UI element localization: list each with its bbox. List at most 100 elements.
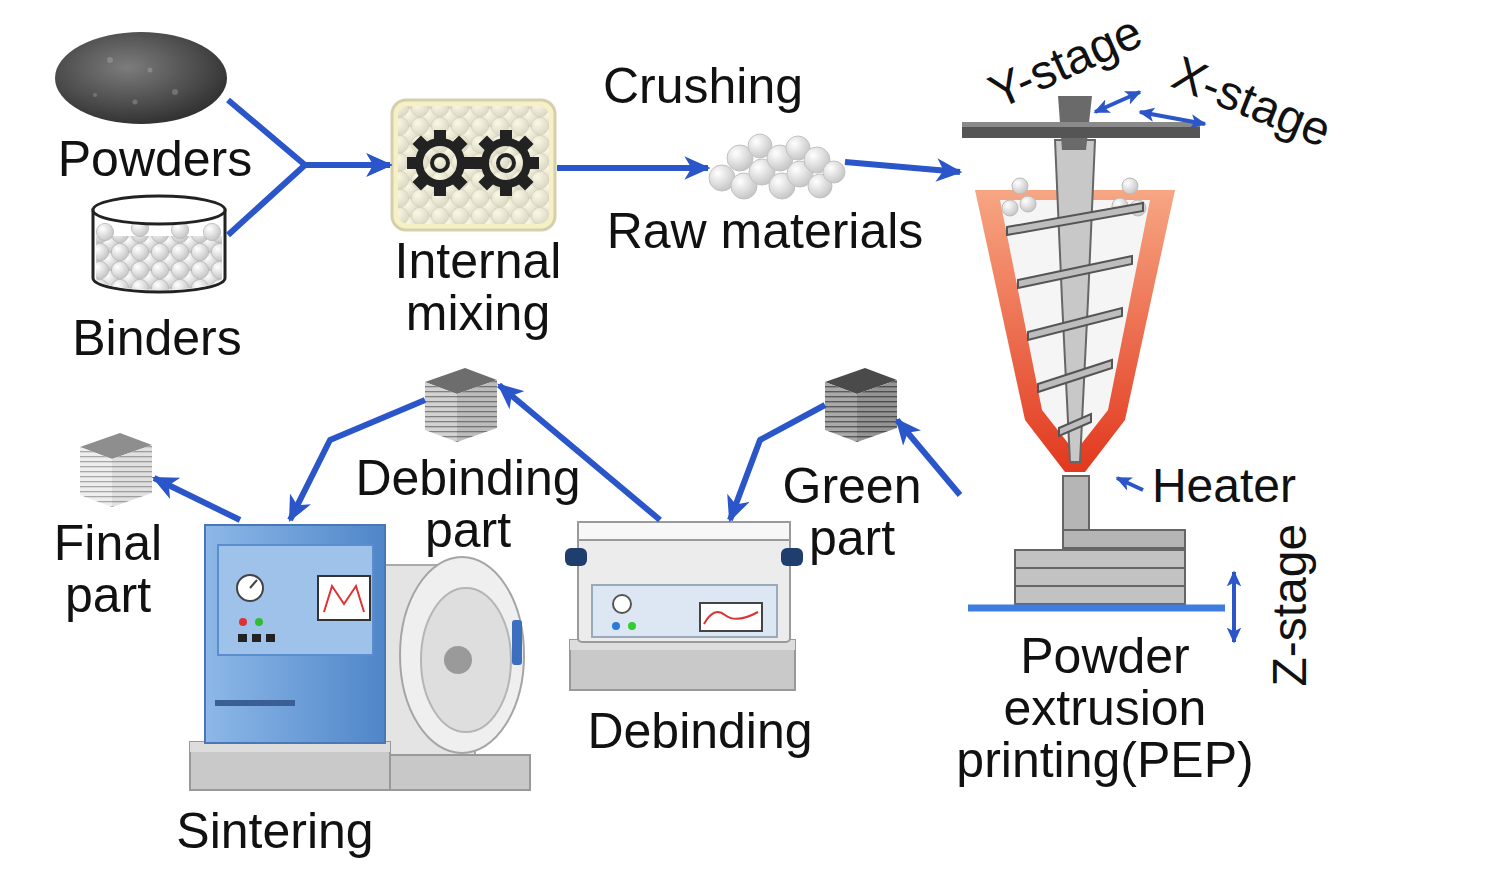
stage-label: Z-stage [1265, 524, 1315, 687]
extrusion-printer [1015, 568, 1185, 586]
process-step: Sintering [190, 520, 530, 792]
step-label: Powder extrusion printing(PEP) [940, 630, 1270, 786]
stage-label: Y-stage [982, 6, 1150, 118]
flow-arrow [228, 165, 390, 235]
extrusion-printer [1059, 414, 1091, 436]
sintering-furnace [238, 634, 247, 642]
powder-blob [148, 68, 153, 73]
process-step: Green part [825, 368, 897, 442]
flow-arrow [154, 478, 240, 520]
binder-cylinder [93, 196, 225, 224]
debinding-furnace [612, 622, 620, 630]
extrusion-printer [962, 122, 1200, 138]
green-part-cube [857, 380, 897, 442]
sintering-furnace [512, 620, 522, 665]
extrusion-printer [1007, 203, 1143, 436]
mixer-icon [398, 106, 549, 224]
process-step: Final part [80, 433, 154, 507]
step-label: Green part [777, 460, 927, 564]
debound-part-cube [425, 382, 457, 442]
powder-blob [133, 100, 138, 105]
debinding-furnace [628, 622, 636, 630]
sintering-furnace [324, 586, 364, 612]
process-step: Powders [55, 30, 228, 125]
mixer-icon [392, 100, 555, 230]
step-label: Debinding [587, 705, 812, 757]
binder-cylinder [96, 223, 113, 240]
step-label: Debinding part [343, 452, 593, 556]
debinding-furnace [570, 640, 795, 690]
extrusion-printer [1028, 308, 1122, 340]
process-step: Debinding part [425, 368, 499, 442]
extrusion-printer [1007, 203, 1143, 235]
final-part-cube [80, 447, 112, 507]
final-part-cube [112, 445, 152, 507]
extrusion-printer [1095, 92, 1140, 112]
binder-cylinder [93, 196, 225, 292]
granule-cloud [823, 161, 845, 183]
debinding-furnace [613, 595, 631, 613]
sintering-furnace [250, 580, 257, 588]
stage-label: Heater [1152, 461, 1296, 511]
sintering-furnace [444, 646, 472, 674]
sintering-furnace [318, 576, 370, 620]
debound-part-cube [457, 380, 497, 442]
debinding-furnace [565, 522, 803, 690]
mixer-icon [473, 130, 539, 196]
extrusion-printer [1015, 586, 1185, 604]
stage-label: X-stage [1166, 48, 1338, 157]
step-label: Internal mixing [373, 235, 583, 339]
sintering-furnace [205, 525, 385, 743]
debinding-furnace [700, 603, 762, 631]
sintering-furnace [239, 618, 247, 626]
process-step: Internal mixing [390, 100, 557, 230]
extrusion-printer [1063, 530, 1185, 548]
flow-arrow [557, 165, 708, 171]
extrusion-printer [1117, 478, 1143, 490]
debinding-furnace [781, 548, 803, 566]
binder-cylinder [96, 236, 222, 290]
sintering-furnace [266, 634, 275, 642]
step-label: Sintering [176, 805, 373, 857]
extrusion-printer [1020, 196, 1036, 212]
sintering-furnace [252, 634, 261, 642]
green-part-cube [825, 382, 857, 442]
extrusion-printer [962, 122, 1200, 127]
sintering-furnace [237, 575, 263, 601]
step-label: Final part [43, 517, 173, 621]
sintering-furnace [400, 557, 524, 753]
powder-blob [55, 32, 227, 124]
extrusion-printer [1122, 178, 1138, 194]
powder-blob [107, 57, 113, 63]
granule-cloud [709, 134, 845, 199]
extrusion-printer [1055, 140, 1095, 462]
extrusion-printer [962, 92, 1234, 642]
debound-part-cube [425, 368, 497, 442]
step-label: Binders [72, 312, 242, 364]
green-part-cube [825, 368, 897, 442]
sintering-furnace [190, 525, 530, 790]
green-part-cube [857, 380, 897, 442]
process-step: Powder extrusion printing(PEP) [960, 95, 1230, 615]
extrusion-printer [1063, 476, 1089, 538]
step-label: Powders [58, 133, 253, 185]
extrusion-printer [1232, 572, 1236, 642]
final-part-cube [112, 445, 152, 507]
mixer-icon [392, 100, 555, 230]
step-label: Raw materials [607, 205, 924, 257]
flow-arrow [845, 162, 960, 172]
mixer-icon [407, 130, 473, 196]
debinding-furnace [565, 548, 587, 566]
debinding-furnace [578, 522, 790, 540]
extrusion-printer [1012, 178, 1028, 194]
edge-label: Crushing [603, 60, 803, 112]
sintering-furnace [215, 700, 295, 706]
debinding-furnace [592, 585, 777, 637]
sintering-furnace [255, 618, 263, 626]
powder-blob [172, 89, 178, 95]
extrusion-printer [1015, 550, 1185, 568]
extrusion-printer [1038, 360, 1112, 392]
sintering-furnace [385, 755, 530, 790]
final-part-cube [80, 433, 152, 507]
